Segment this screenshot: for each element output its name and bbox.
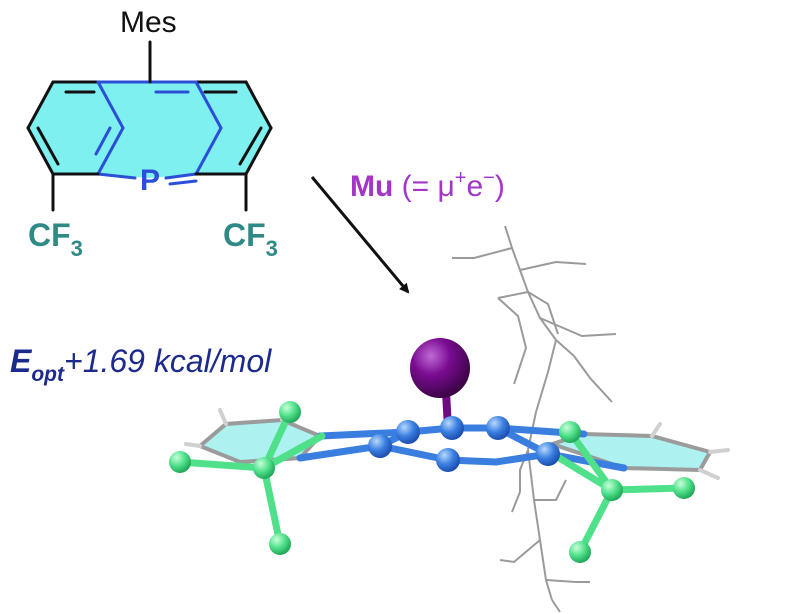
muonium-atom (410, 338, 470, 398)
energy-label: Eopt+1.69 kcal/mol (10, 343, 272, 386)
left-ring-bonds (26, 80, 100, 176)
phosphorus-label: P (140, 164, 160, 197)
muonium-plus: + (455, 167, 467, 189)
cf3-left-main: CF (28, 217, 71, 253)
muonium-symbol: Mu (350, 170, 393, 203)
cf3-bonds (176, 408, 688, 556)
cf3-right-sub: 3 (266, 236, 278, 261)
muonium-open: (= μ (393, 170, 454, 203)
cf3-left-sub: 3 (71, 236, 83, 261)
energy-symbol: E (10, 343, 33, 379)
center-ring-fill (98, 82, 221, 178)
reaction-arrow-icon (310, 176, 410, 294)
muonium-close: ) (495, 170, 505, 203)
model-3d (169, 225, 730, 613)
muonium-e: e (466, 170, 483, 203)
energy-value: +1.69 kcal/mol (64, 343, 272, 379)
outer-bonds (51, 40, 248, 212)
core-atoms (368, 416, 560, 472)
muonium-label: Mu (= μ+e−) (350, 167, 505, 203)
fluorine-atoms (169, 401, 695, 563)
energy-sub: opt (31, 363, 65, 386)
central-ring-bonds (94, 80, 223, 186)
mesityl-wireframe (452, 225, 617, 613)
structure-2d: Mes P CF3 CF3 (26, 6, 278, 261)
mesityl-label: Mes (120, 6, 177, 39)
cf3-right-main: CF (223, 217, 266, 253)
muonium-minus: − (483, 167, 495, 189)
right-ring-bonds (194, 80, 273, 176)
right-ring-fill (196, 82, 271, 174)
cf3-left-label: CF3 (28, 217, 83, 261)
cf3-right-label: CF3 (223, 217, 278, 261)
